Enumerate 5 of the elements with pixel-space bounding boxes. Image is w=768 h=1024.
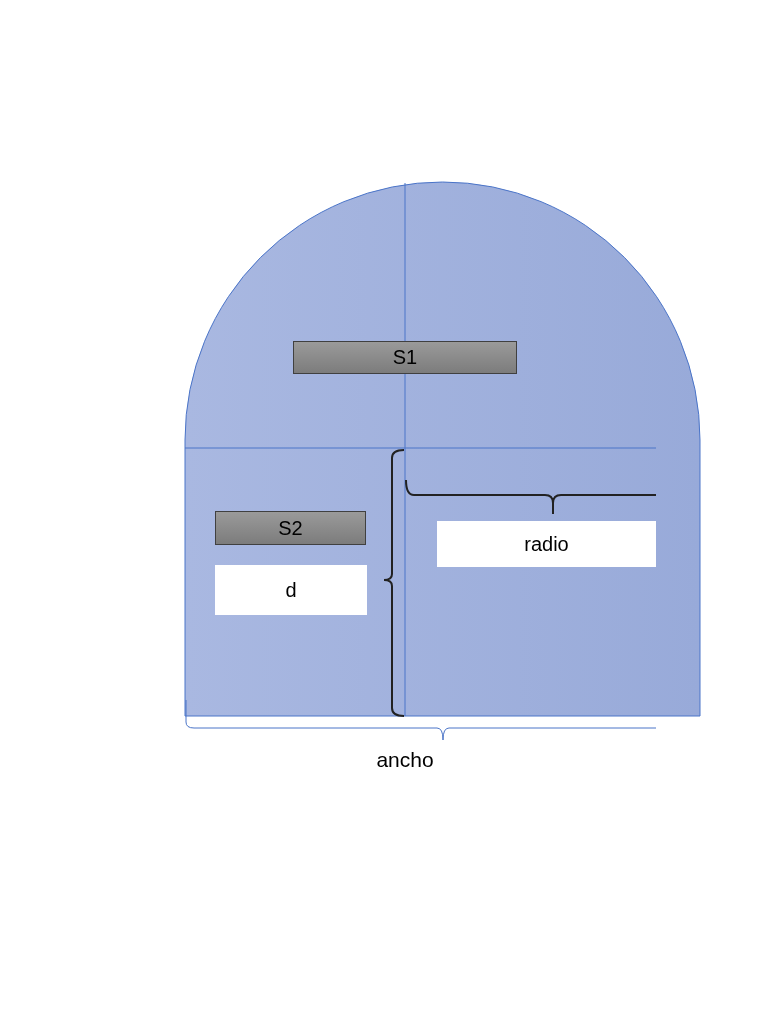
label-box: S1 [293, 341, 517, 374]
label-box: radio [437, 521, 656, 567]
label-box: S2 [215, 511, 366, 545]
dimension-label: ancho [376, 748, 434, 772]
label-box: d [215, 565, 367, 615]
